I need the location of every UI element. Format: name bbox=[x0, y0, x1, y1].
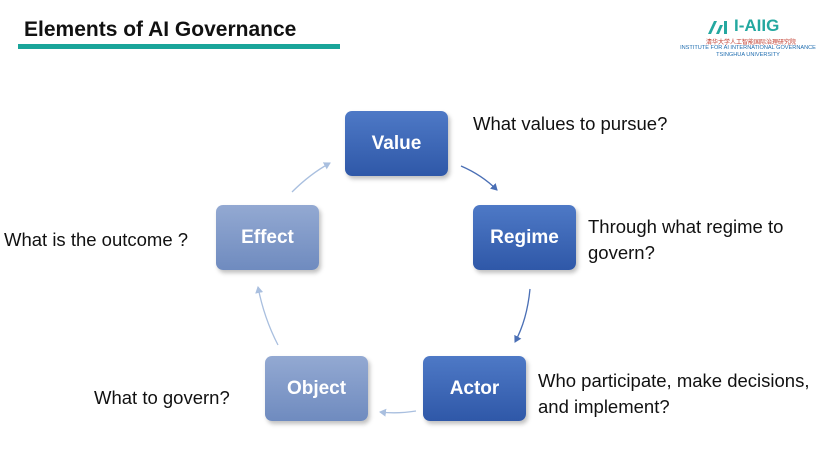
arrow-value-to-regime bbox=[460, 165, 498, 191]
logo-name: I-AIIG bbox=[734, 16, 780, 35]
node-object: Object bbox=[265, 356, 368, 421]
logo-chinese-name: 清华大学人工智能国际治理研究院 bbox=[706, 40, 797, 46]
title-underline bbox=[18, 44, 340, 49]
page-title: Elements of AI Governance bbox=[24, 18, 297, 41]
node-regime: Regime bbox=[473, 205, 576, 270]
logo-english-line2: TSINGHUA UNIVERSITY bbox=[716, 52, 780, 58]
question-object: What to govern? bbox=[94, 387, 230, 408]
arrow-effect-to-value bbox=[291, 162, 331, 193]
logo-mark-icon bbox=[708, 21, 727, 34]
logo-english-line1: INSTITUTE FOR AI INTERNATIONAL GOVERNANC… bbox=[680, 45, 816, 51]
arrow-object-to-effect bbox=[255, 286, 279, 346]
arrow-actor-to-object bbox=[379, 408, 417, 417]
question-effect: What is the outcome ? bbox=[4, 229, 189, 250]
node-effect: Effect bbox=[216, 205, 319, 270]
question-value: What values to pursue? bbox=[473, 113, 668, 134]
question-actor: Who participate, make decisions, and imp… bbox=[538, 370, 810, 417]
node-value: Value bbox=[345, 111, 448, 176]
node-actor: Actor bbox=[423, 356, 526, 421]
question-regime: Through what regime to govern? bbox=[588, 216, 784, 263]
arrow-regime-to-actor bbox=[514, 288, 531, 343]
institute-logo: I-AIIG 清华大学人工智能国际治理研究院 INSTITUTE FOR AI … bbox=[668, 16, 828, 62]
